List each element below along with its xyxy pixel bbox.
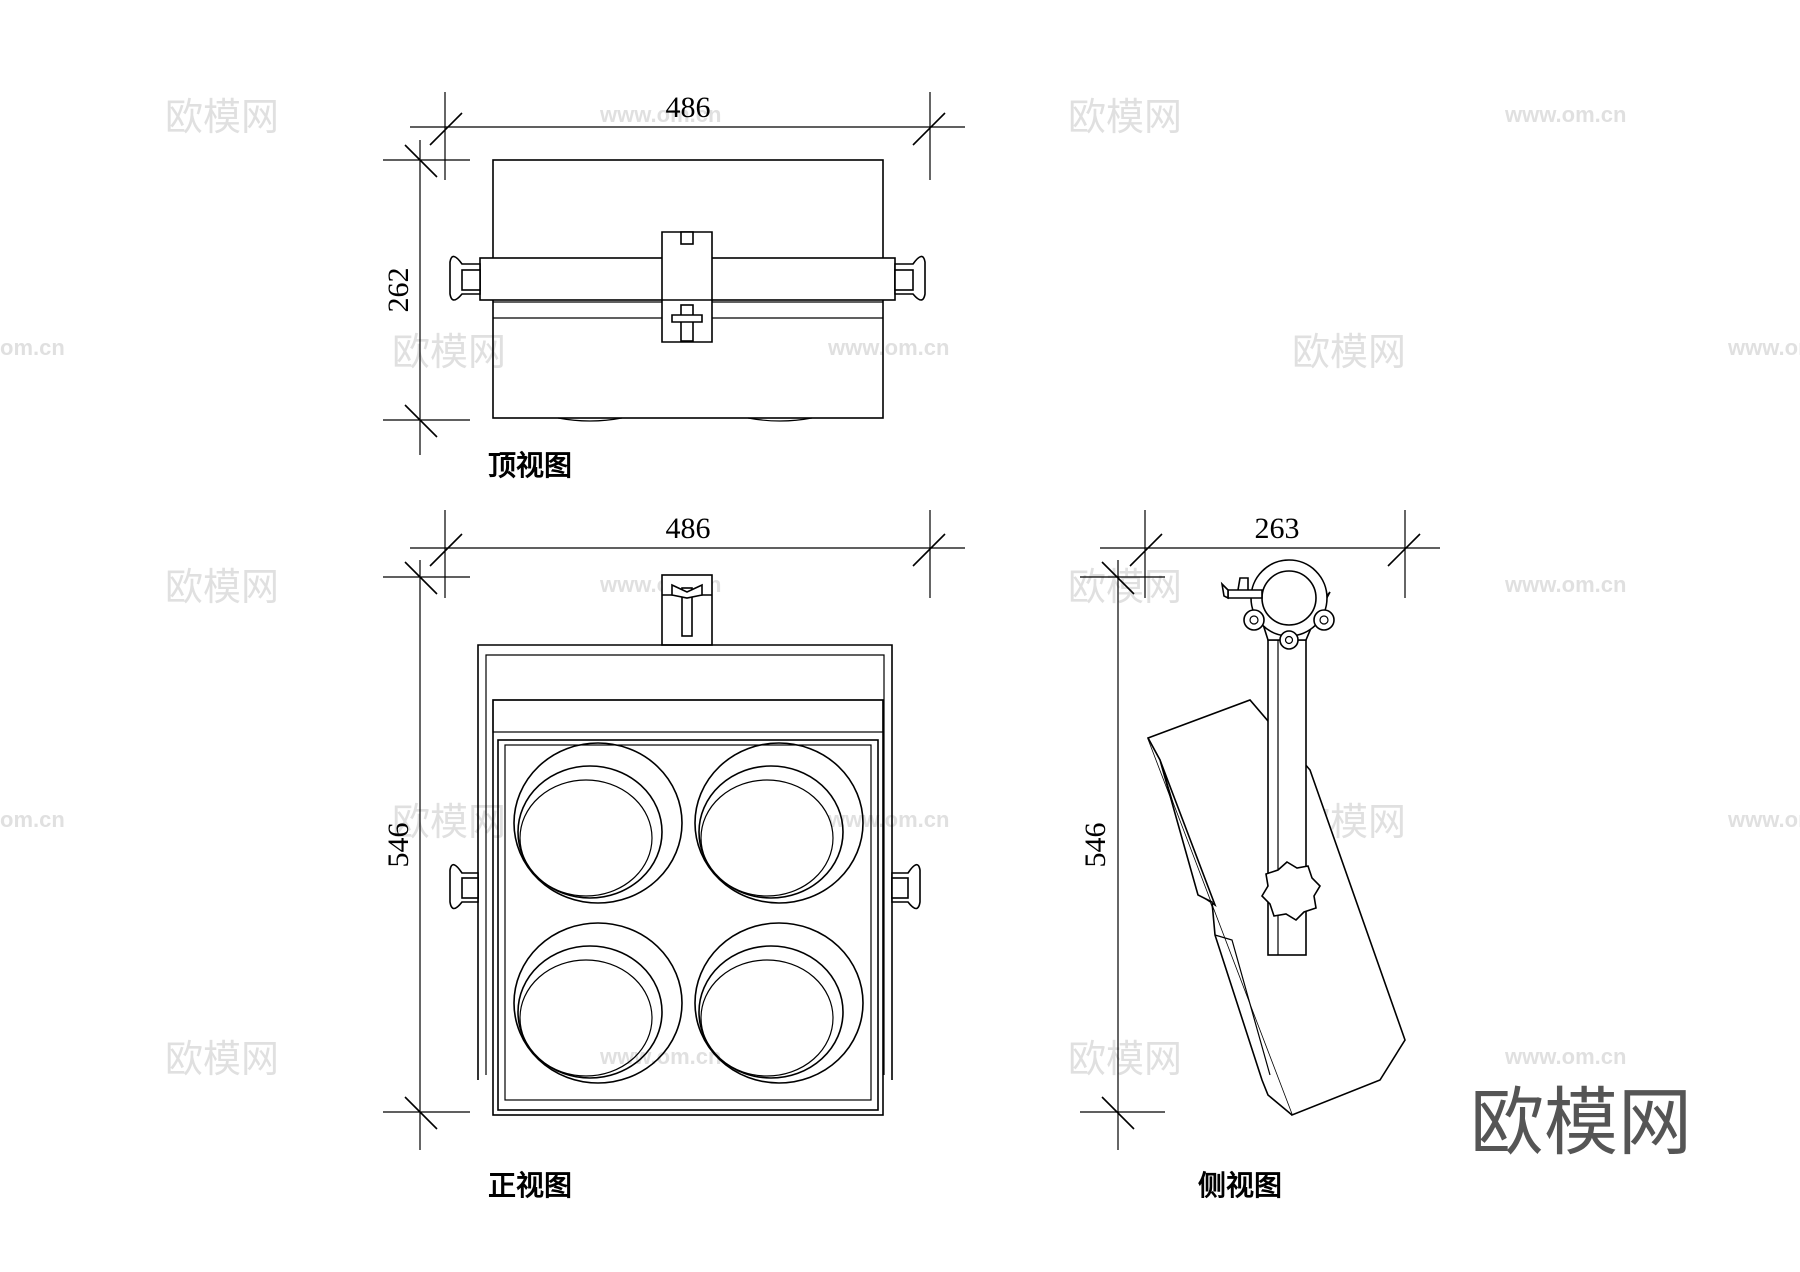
watermark-brand: 欧模网 [165, 1037, 279, 1081]
top-lens-hint [557, 417, 813, 422]
side-pipe-clamp [1220, 559, 1335, 650]
front-yoke [477, 644, 893, 1080]
watermark-url: www.om.cn [1504, 1044, 1626, 1069]
watermark-url: www.om.cn [599, 102, 721, 127]
watermark-url: om.cn [0, 335, 65, 360]
front-view-caption: 正视图 [488, 1169, 572, 1202]
lens-top-left [513, 742, 683, 904]
watermark-url: om.cn [0, 807, 65, 832]
front-width-label: 486 [666, 512, 711, 545]
front-knob-right [891, 863, 921, 910]
front-knob-left [449, 863, 479, 910]
watermark-url: www.om.cn [1727, 335, 1800, 360]
lens-top-right [694, 742, 864, 904]
top-view-caption: 顶视图 [488, 449, 572, 482]
top-knob-right [894, 255, 926, 301]
top-clamp [661, 231, 713, 343]
side-view: 263 546 [1079, 510, 1440, 1202]
top-width-label: 486 [666, 91, 711, 124]
watermark-brand: 欧模网 [1068, 565, 1182, 609]
front-width-dimension: 486 [410, 510, 965, 598]
watermark-url: www.om.cn [1504, 102, 1626, 127]
front-view: 486 546 [382, 510, 965, 1202]
watermark-brand: 欧模网 [1068, 95, 1182, 139]
top-height-dimension: 262 [382, 140, 470, 455]
front-lens-panel [497, 739, 879, 1111]
watermark-logo: 欧模网 [1470, 1080, 1692, 1166]
watermark-brand: 欧模网 [165, 95, 279, 139]
watermark-url: www.om.cn [827, 807, 949, 832]
side-tilt-knob [1260, 861, 1322, 922]
front-height-label: 546 [382, 823, 415, 868]
top-height-label: 262 [382, 268, 415, 313]
watermark-brand: 欧模网 [1068, 1037, 1182, 1081]
watermark-layer: 欧模网 www.om.cn 欧模网 www.om.cn om.cn 欧模网 ww… [0, 95, 1800, 1166]
side-width-dimension: 263 [1100, 510, 1440, 598]
side-view-caption: 侧视图 [1198, 1169, 1282, 1202]
side-width-label: 263 [1255, 512, 1300, 545]
top-width-dimension: 486 [410, 91, 965, 180]
front-clamp [661, 574, 713, 646]
top-view: 486 262 [382, 91, 965, 482]
watermark-url: www.om.cn [1727, 807, 1800, 832]
lens-bottom-left [513, 922, 683, 1084]
side-height-dimension: 546 [1079, 560, 1165, 1150]
watermark-url: www.om.cn [827, 335, 949, 360]
lens-bottom-right [694, 922, 864, 1084]
watermark-brand: 欧模网 [392, 330, 506, 374]
watermark-brand: 欧模网 [1292, 330, 1406, 374]
watermark-brand: 欧模网 [392, 800, 506, 844]
front-height-dimension: 546 [382, 560, 470, 1150]
top-knob-left [449, 255, 481, 301]
side-height-label: 546 [1079, 823, 1112, 868]
watermark-brand: 欧模网 [165, 565, 279, 609]
watermark-url: www.om.cn [1504, 572, 1626, 597]
